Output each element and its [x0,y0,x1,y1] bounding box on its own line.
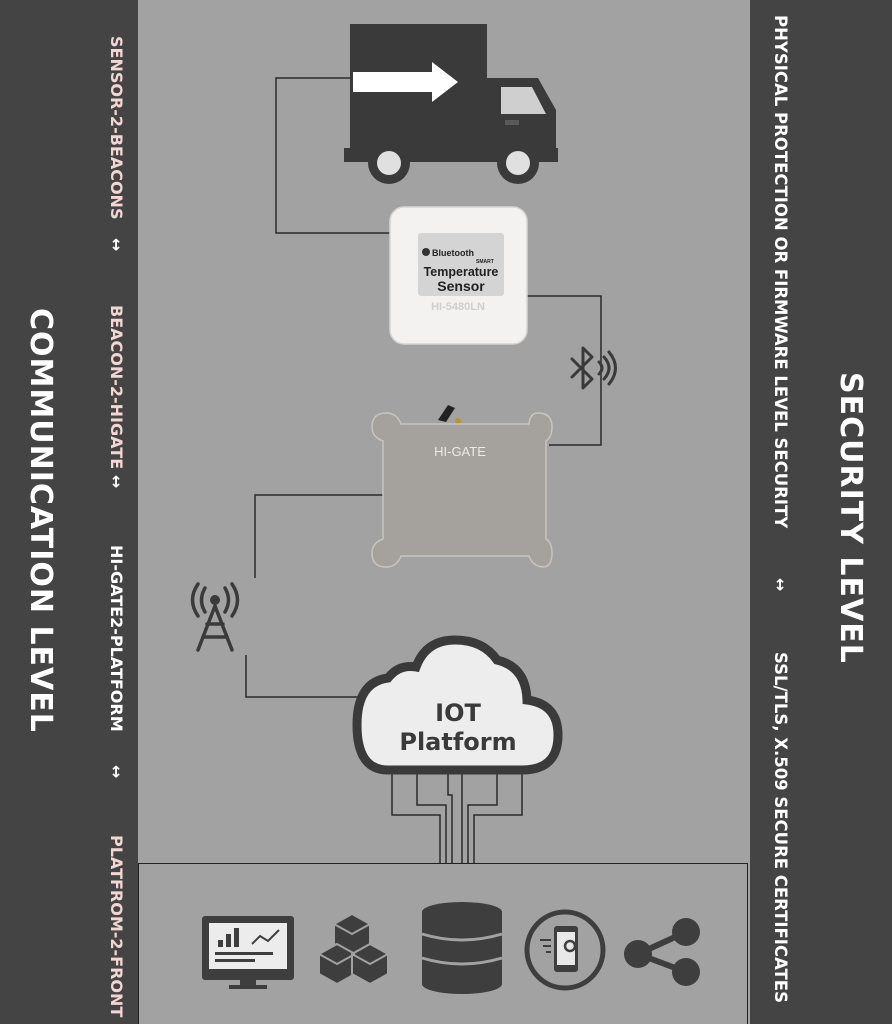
gateway-label: HI-GATE [434,444,486,459]
mobile-settings-icon [524,909,606,991]
cell-tower-icon [190,582,240,652]
bluetooth-brand-text: Bluetooth [432,248,474,258]
gateway-tower-connector [254,494,383,578]
temperature-sensor-device: Bluetooth SMART Temperature Sensor HI-54… [389,206,528,345]
database-icon [421,902,503,994]
frontend-panel [138,863,748,1024]
sensor-line2-text: Sensor [437,278,485,294]
truck-sensor-connector [275,77,390,234]
security-level-band [750,0,892,1024]
cloud-line2-text: Platform [399,728,516,756]
iot-platform-cloud: IOT Platform [352,635,563,775]
monitor-chart-icon [202,916,294,989]
cloud-line1-text: IOT [435,699,481,727]
tower-cloud-connector [245,655,380,698]
truck-icon [344,24,558,184]
bluetooth-tagline-text: SMART [476,259,494,265]
bluetooth-icon [570,346,617,390]
sensor-model-text: HI-5480LN [431,301,485,313]
communication-level-band [0,0,138,1024]
share-icon [624,918,700,986]
cubes-icon [318,912,389,986]
hi-gate-gateway-device: HI-GATE [371,405,553,568]
sensor-line1-text: Temperature [424,265,499,279]
